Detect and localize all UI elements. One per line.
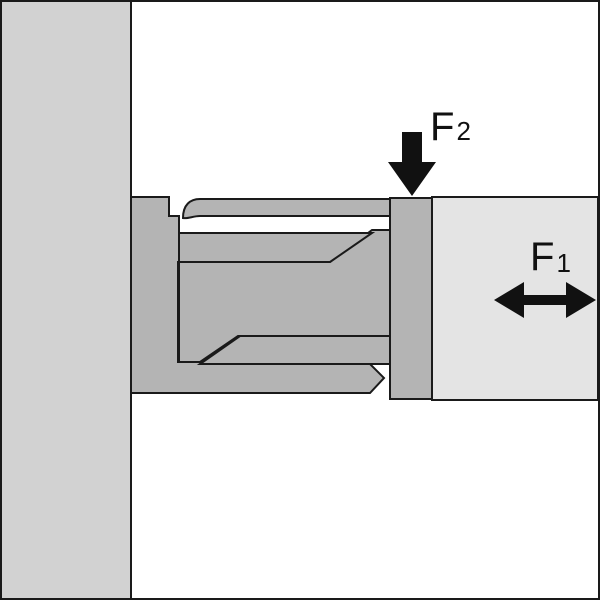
force-vertical-arrow bbox=[388, 132, 436, 196]
force-vertical-label: F2 bbox=[430, 105, 471, 149]
force-vertical-letter: F bbox=[430, 105, 454, 149]
clamp-plate bbox=[389, 197, 433, 400]
force-vertical-index: 2 bbox=[456, 116, 470, 146]
force-horizontal-letter: F bbox=[530, 235, 554, 279]
force-horizontal-arrow bbox=[494, 282, 596, 318]
upper-wedge bbox=[178, 232, 376, 263]
force-horizontal-label: F1 bbox=[530, 235, 571, 279]
wall bbox=[0, 0, 132, 600]
force-horizontal-index: 1 bbox=[556, 248, 570, 278]
bracket-upper-lip bbox=[181, 198, 391, 220]
